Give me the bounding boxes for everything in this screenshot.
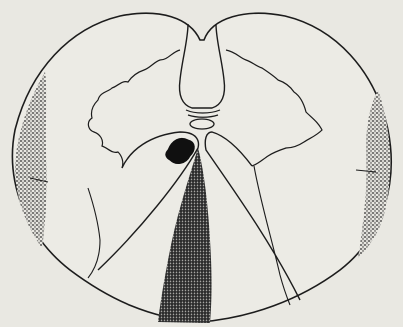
illustration-plate — [0, 0, 403, 327]
spinal-cord-cross-section-drawing — [0, 0, 403, 327]
